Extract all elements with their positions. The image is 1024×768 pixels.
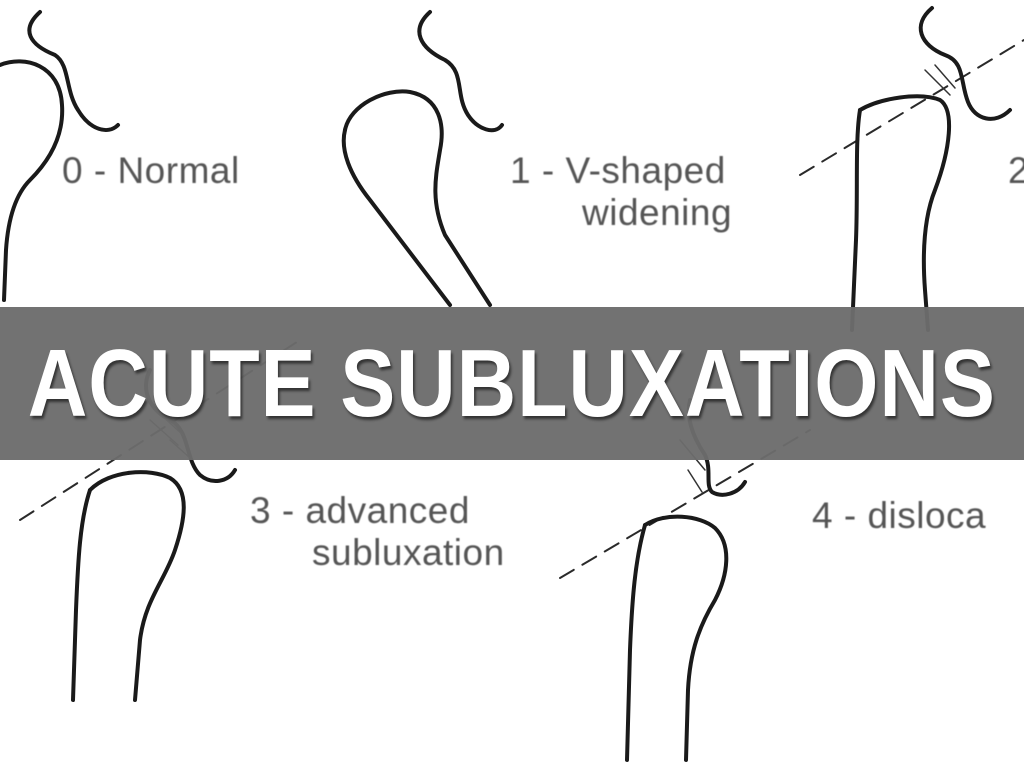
stage-1-label-line2: widening <box>582 192 733 233</box>
stage-4-label-line1: 4 - disloca <box>812 495 987 536</box>
stage-1-acetabulum <box>417 10 504 133</box>
stage-0-acetabulum <box>27 10 120 132</box>
stage-3-label-line2: subluxation <box>312 532 505 573</box>
slide-title: ACUTE SUBLUXATIONS <box>28 329 996 437</box>
stage-2-drawing <box>799 6 1024 332</box>
stage-1-femoral-shaft <box>341 128 452 307</box>
stage-4-label: 4 - disloca <box>812 495 986 537</box>
stage-2-femoral-head <box>858 94 951 332</box>
stage-2-acetabulum <box>918 6 1012 121</box>
stage-2-reference-line <box>799 39 1024 176</box>
stage-1-label: 1 - V-shaped widening <box>510 150 732 234</box>
stage-3-femoral-shaft <box>71 488 92 702</box>
stage-2-hatch <box>924 64 956 96</box>
stage-1-label-line1: 1 - V-shaped <box>510 150 726 191</box>
stage-1-drawing <box>341 10 504 307</box>
stage-2-label-fragment: 2 <box>1008 150 1024 191</box>
stage-0-femoral-head <box>0 59 65 302</box>
stage-3-label: 3 - advanced subluxation <box>250 490 505 574</box>
stage-4-femoral-head <box>643 514 729 762</box>
stage-3-label-line1: 3 - advanced <box>250 490 470 531</box>
title-banner: ACUTE SUBLUXATIONS <box>0 307 1024 460</box>
stage-3-femoral-head <box>88 470 186 702</box>
stage-4-femoral-shaft <box>625 523 647 762</box>
stage-0-label: 0 - Normal <box>62 150 240 192</box>
stage-0-drawing <box>0 10 120 302</box>
stage-2-femoral-shaft <box>850 108 862 332</box>
stage-0-label-line1: 0 - Normal <box>62 150 240 191</box>
stage-1-femoral-head <box>343 89 492 307</box>
